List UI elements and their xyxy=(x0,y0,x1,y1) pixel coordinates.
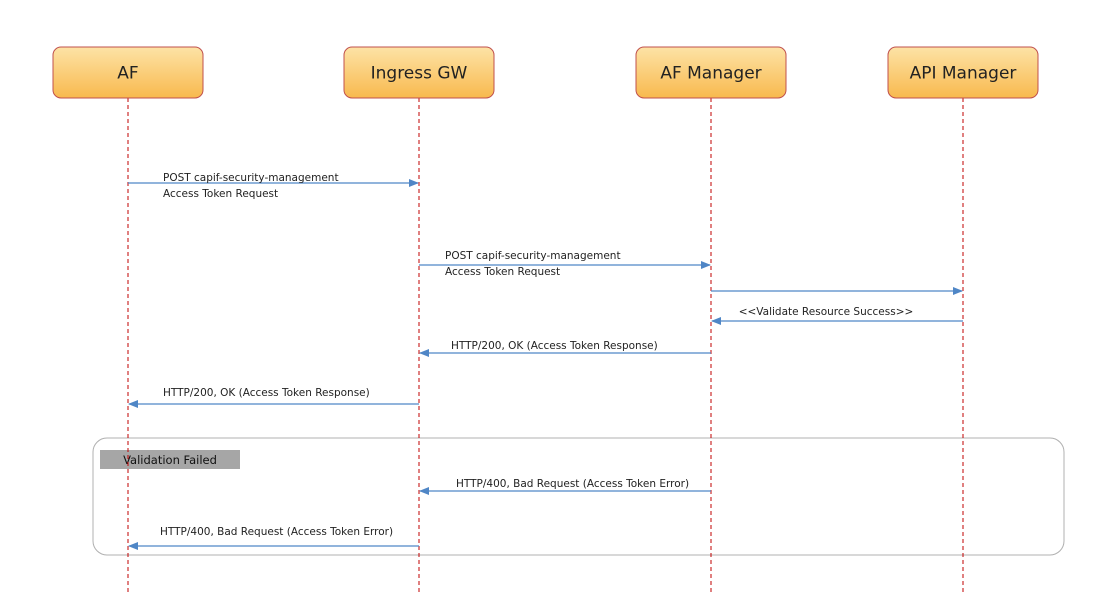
message-label-2-1: POST capif-security-management xyxy=(445,250,621,262)
message-5: HTTP/200, OK (Access Token Response) xyxy=(419,340,711,357)
message-label-7-1: HTTP/400, Bad Request (Access Token Erro… xyxy=(456,478,689,490)
message-6: HTTP/200, OK (Access Token Response) xyxy=(128,387,419,408)
actor-box-ingress xyxy=(343,46,495,99)
message-label-5-1: HTTP/200, OK (Access Token Response) xyxy=(451,340,658,352)
message-label-8-1: HTTP/400, Bad Request (Access Token Erro… xyxy=(160,526,393,538)
fragment-label-bg xyxy=(100,450,240,469)
alt-fragment-box xyxy=(92,437,1065,556)
actor-box-afm xyxy=(635,46,787,99)
message-label-1-2: Access Token Request xyxy=(163,188,278,200)
message-7: HTTP/400, Bad Request (Access Token Erro… xyxy=(419,478,711,495)
actor-af: AF xyxy=(52,46,204,99)
actor-label-ingress: Ingress GW xyxy=(371,64,468,84)
message-label-1-1: POST capif-security-management xyxy=(163,172,339,184)
actor-label-af: AF xyxy=(117,64,138,84)
actor-label-afm: AF Manager xyxy=(660,64,761,84)
actor-afm: AF Manager xyxy=(635,46,787,99)
message-label-4-1: <<Validate Resource Success>> xyxy=(739,306,914,318)
message-label-2-2: Access Token Request xyxy=(445,266,560,278)
message-label-6-1: HTTP/200, OK (Access Token Response) xyxy=(163,387,370,399)
message-4: <<Validate Resource Success>> xyxy=(711,306,963,325)
fragment-label: Validation Failed xyxy=(123,453,217,467)
actor-apim: API Manager xyxy=(887,46,1039,99)
actor-ingress: Ingress GW xyxy=(343,46,495,99)
actor-label-apim: API Manager xyxy=(910,64,1017,84)
message-8: HTTP/400, Bad Request (Access Token Erro… xyxy=(128,526,419,550)
actor-box-apim xyxy=(887,46,1039,99)
actor-box-af xyxy=(52,46,204,99)
